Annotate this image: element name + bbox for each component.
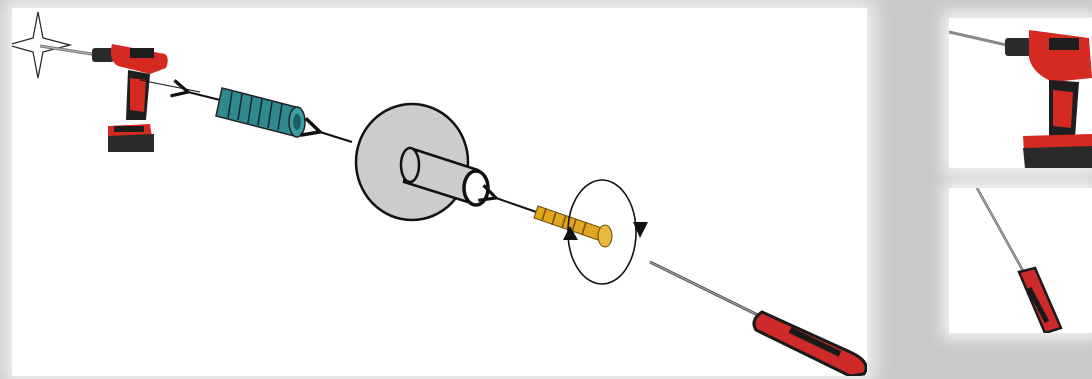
screw-icon (533, 205, 613, 248)
assembly-diagram (12, 11, 867, 376)
screwdriver-icon (975, 188, 1063, 333)
screwdriver-thumbnail[interactable] (949, 188, 1092, 333)
diagram-panel (12, 8, 867, 376)
wall-anchor-icon (215, 87, 306, 138)
drill-thumbnail[interactable] (949, 18, 1092, 168)
cordless-drill-icon (949, 30, 1092, 168)
flow-arrow (320, 132, 353, 144)
clockwise-rotation-icon (563, 179, 648, 285)
flow-arrow (188, 92, 221, 101)
cordless-drill-icon (39, 44, 168, 152)
wall-disc-icon (354, 102, 490, 222)
screwdriver-icon (649, 260, 867, 376)
